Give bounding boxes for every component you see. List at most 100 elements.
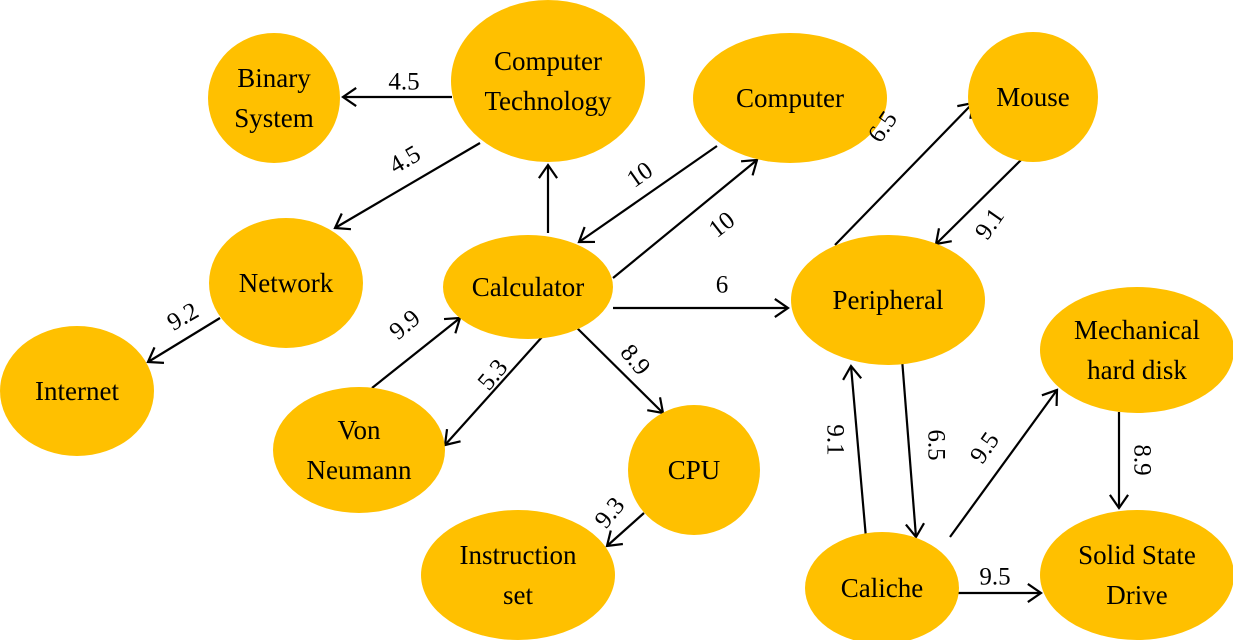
node-label: System: [234, 103, 314, 133]
node-calculator: Calculator: [443, 235, 613, 339]
node-ellipse: [1040, 510, 1233, 640]
node-peripheral: Peripheral: [791, 235, 985, 365]
edge-weight-label: 9.1: [822, 424, 849, 455]
edge-line: [444, 336, 543, 446]
edge-weight-label: 8.9: [615, 339, 656, 380]
node-label: Solid State: [1078, 540, 1196, 570]
edge-mechanical-hard-disk-to-solid-state-drive: [1109, 412, 1129, 510]
node-ellipse: [421, 510, 615, 640]
edge-line: [578, 145, 718, 243]
edge-line: [334, 142, 481, 229]
edge-weight-label: 4.5: [385, 140, 426, 179]
node-label: set: [503, 580, 533, 610]
node-ellipse: [693, 33, 887, 163]
edges-layer: [146, 87, 1129, 603]
node-label: Binary: [237, 63, 311, 93]
edge-computer-technology-to-network: [333, 142, 481, 231]
node-ellipse: [791, 235, 985, 365]
edge-weight-label: 9.1: [970, 203, 1010, 244]
node-label: hard disk: [1087, 355, 1187, 385]
edge-peripheral-to-caliche: [899, 345, 925, 539]
node-ellipse: [208, 33, 340, 163]
edge-line: [606, 512, 645, 547]
arrowhead-icon: [1041, 388, 1059, 407]
node-label: Von: [337, 415, 381, 445]
edge-calculator-to-computer: [612, 158, 759, 279]
edge-weight-label: 8.9: [1129, 444, 1156, 475]
edge-weight-label: 5.3: [473, 354, 514, 395]
edge-weight-label: 9.5: [979, 564, 1010, 591]
edge-line: [849, 365, 868, 539]
node-label: Peripheral: [833, 285, 944, 315]
arrowhead-icon: [443, 428, 461, 447]
edge-weight-label: 6.5: [923, 429, 950, 460]
edge-weight-label: 10: [622, 157, 658, 193]
edge-network-to-internet: [146, 317, 221, 364]
edge-calculator-to-peripheral: [613, 298, 790, 318]
node-network: Network: [209, 218, 363, 348]
edge-computer-to-calculator: [577, 145, 718, 244]
edge-line: [371, 317, 461, 389]
node-label: Network: [239, 268, 334, 298]
node-label: Mouse: [996, 82, 1070, 112]
node-label: Technology: [484, 86, 612, 116]
edge-weight-label: 9.5: [965, 427, 1005, 468]
arrowhead-icon: [333, 213, 352, 231]
edge-weight-label: 9.9: [384, 305, 425, 346]
edge-calculator-to-cpu: [575, 326, 665, 415]
node-label: Drive: [1106, 580, 1167, 610]
edge-line: [147, 317, 221, 363]
arrowhead-icon: [740, 158, 759, 176]
edge-line: [612, 159, 758, 279]
edge-weight-label: 10: [704, 207, 740, 244]
edge-line: [575, 326, 664, 414]
node-computer: Computer: [693, 33, 887, 163]
edge-weight-label: 9.3: [590, 492, 631, 533]
arrowhead-icon: [538, 163, 558, 179]
node-ellipse: [968, 32, 1098, 162]
arrowhead-icon: [577, 226, 596, 244]
edge-weight-label: 6: [716, 272, 729, 299]
node-ellipse: [0, 326, 154, 456]
node-ellipse: [273, 387, 445, 513]
edge-caliche-to-peripheral: [842, 364, 868, 539]
node-cpu: CPU: [628, 405, 760, 535]
node-instruction-set: Instruction set: [421, 510, 615, 640]
arrowhead-icon: [1027, 583, 1043, 603]
node-label: Caliche: [841, 573, 923, 603]
node-label: Neumann: [307, 455, 412, 485]
edge-calculator-to-computer-technology: [538, 163, 558, 233]
arrowhead-icon: [1109, 494, 1129, 510]
edge-line: [949, 389, 1058, 538]
arrowhead-icon: [774, 298, 790, 318]
arrowhead-icon: [341, 87, 357, 107]
node-label: Calculator: [472, 272, 584, 302]
edge-calculator-to-von-neumann: [443, 336, 543, 447]
edge-cpu-to-instruction-set: [605, 512, 645, 548]
node-ellipse: [628, 405, 760, 535]
edge-line: [834, 102, 974, 246]
node-ellipse: [451, 0, 645, 162]
node-label: Mechanical: [1074, 315, 1200, 345]
node-caliche: Caliche: [805, 532, 959, 640]
node-mechanical-hard-disk: Mechanical hard disk: [1040, 287, 1233, 413]
node-label: Computer: [736, 83, 844, 113]
edge-caliche-to-solid-state-drive: [958, 583, 1043, 603]
arrowhead-icon: [146, 346, 165, 364]
arrowhead-icon: [605, 530, 624, 548]
node-ellipse: [1040, 287, 1233, 413]
edge-computer-technology-to-binary-system: [341, 87, 452, 107]
node-ellipse: [443, 235, 613, 339]
node-label: Instruction: [460, 540, 577, 570]
node-ellipse: [209, 218, 363, 348]
arrowhead-icon: [905, 522, 925, 539]
node-label: Computer: [494, 46, 602, 76]
node-mouse: Mouse: [968, 32, 1098, 162]
node-ellipse: [805, 532, 959, 640]
